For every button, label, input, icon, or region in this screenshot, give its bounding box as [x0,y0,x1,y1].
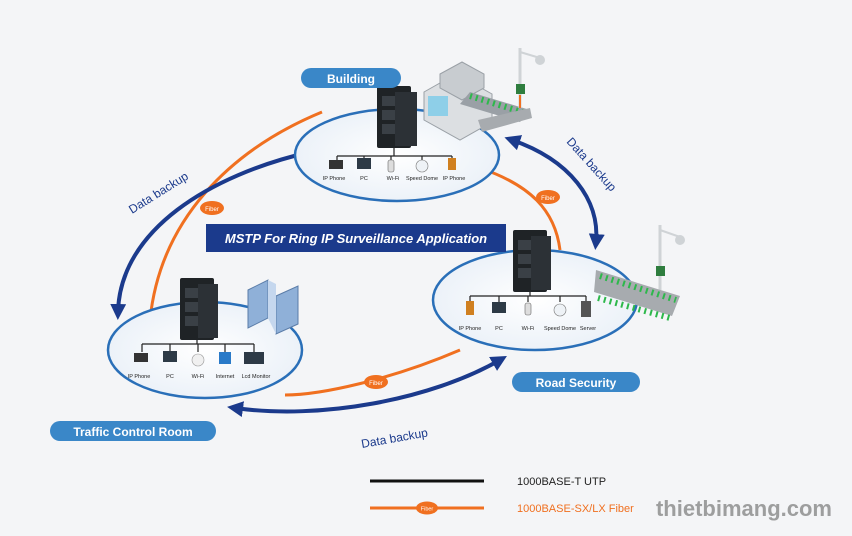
device-label: Speed Dome [406,176,438,182]
fiber-marker-label: Fiber [205,207,219,213]
backup-label-right: Data backup [564,135,620,195]
backup-arrow-right [504,135,605,250]
backup-label-left: Data backup [126,169,191,217]
traffic-device-wiring [141,340,255,352]
road-fence-illustration [460,92,532,132]
traffic-switch [180,278,218,340]
device-label: IP Phone [459,326,482,332]
traffic-label-badge [50,421,216,441]
office-building-illustration [423,61,493,141]
device-label: IP Phone [443,176,466,182]
speed-dome-icon [415,159,429,173]
traffic-device-icons [134,351,264,367]
device-label: IP Phone [128,374,151,380]
fiber-marker-label: Fiber [541,196,555,202]
backup-arrow-bottom [227,356,507,418]
legend-fiber-marker-label: Fiber [421,507,434,513]
legend-fiber-label: 1000BASE-SX/LX Fiber [517,503,634,515]
road-label: Road Security [536,376,617,390]
device-label: PC [166,374,174,380]
internet-icon [219,352,231,364]
device-label: Wi-Fi [387,176,400,182]
legend-utp-label: 1000BASE-T UTP [517,476,606,488]
lcd-monitor-icon [244,352,264,364]
speed-dome-icon [553,303,567,317]
wifi-ap-icon [191,353,205,367]
camera-pole-road [656,225,685,290]
camera-pole-building [516,48,545,108]
ip-phone-icon [448,158,456,170]
device-label: PC [360,176,368,182]
device-label: Lcd Monitor [242,374,271,380]
road-illustration [594,270,680,321]
device-label: Server [580,326,596,332]
building-label-badge [301,68,401,88]
legend-fiber-marker [416,501,438,515]
backup-arrows [110,135,605,418]
watermark: thietbimang.com [656,496,832,521]
wifi-ap-icon [524,302,532,316]
road-label-badge [512,372,640,392]
fiber-markers [200,190,560,389]
device-label: Internet [216,374,235,380]
building-device-icons [329,158,456,173]
traffic-label: Traffic Control Room [73,425,192,439]
device-label: Wi-Fi [192,374,205,380]
ip-phone-icon [134,353,148,362]
fiber-marker-label: Fiber [369,381,383,387]
title-banner [206,224,506,252]
device-label: PC [495,326,503,332]
legend [370,479,484,515]
server-rack-illustration [247,279,299,335]
pc-icon [492,302,506,313]
building-switch [377,86,417,148]
server-icon [581,301,591,317]
backup-arrow-left [110,145,318,320]
device-label: Wi-Fi [522,326,535,332]
ip-phone-icon [329,160,343,169]
road-device-wiring [469,292,587,302]
diagram-title: MSTP For Ring IP Surveillance Applicatio… [225,231,487,246]
road-device-icons [466,301,591,317]
building-label: Building [327,72,375,86]
device-label: IP Phone [323,176,346,182]
road-switch [513,230,551,292]
backup-label-bottom: Data backup [360,425,429,451]
pc-icon [357,158,371,169]
device-label: Speed Dome [544,326,576,332]
pc-icon [163,351,177,362]
wifi-ap-icon [387,159,395,173]
ip-phone-icon [466,301,474,315]
